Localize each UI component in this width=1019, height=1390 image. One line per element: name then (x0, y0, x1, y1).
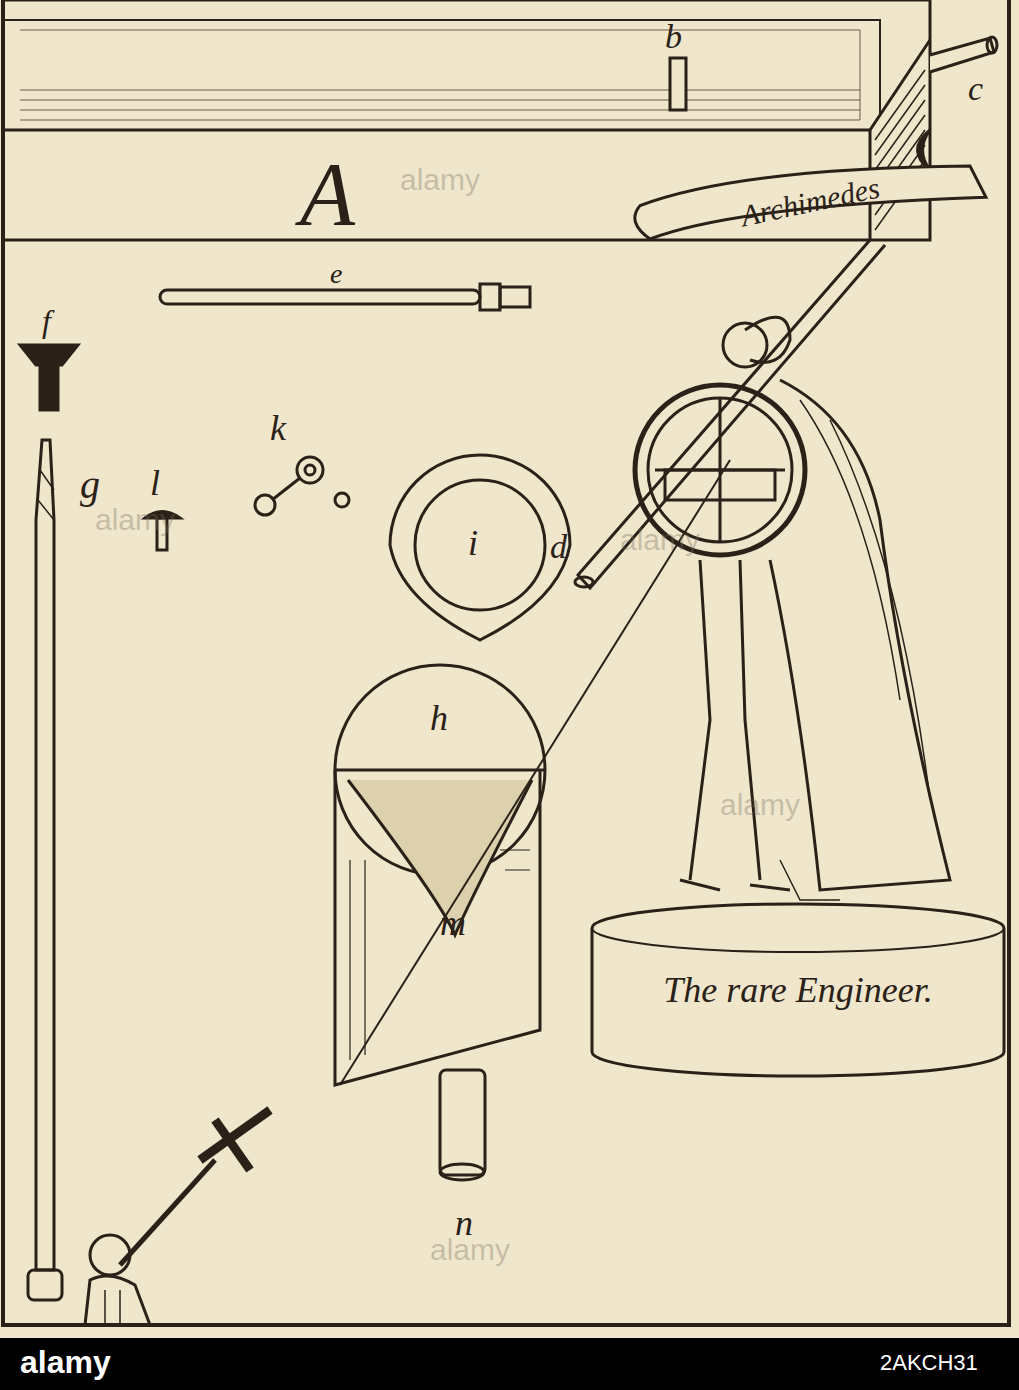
rod-e (160, 284, 530, 310)
footer-logo: alamy (20, 1346, 111, 1378)
frame (3, 0, 1009, 1325)
part-letter: c (968, 72, 983, 106)
part-letter: d (550, 530, 567, 564)
part-letter: f (42, 305, 51, 337)
image-id: 2AKCH31 (880, 1352, 978, 1374)
part-k (255, 457, 349, 515)
vessel (335, 665, 545, 1180)
part-letter: e (330, 260, 342, 288)
trough (3, 0, 997, 588)
key-f (20, 345, 78, 410)
watermark: alamy (95, 505, 175, 535)
watermark: alamy (430, 1235, 510, 1265)
ring-i (390, 310, 570, 640)
part-letter: b (665, 20, 682, 54)
part-letter: g (80, 465, 100, 505)
part-letter: m (440, 905, 466, 941)
part-letter: l (150, 465, 160, 501)
watermark: alamy (720, 790, 800, 820)
watermark: alamy (400, 165, 480, 195)
footer-bar (0, 1338, 1019, 1390)
part-letter: h (430, 700, 448, 736)
part-letter: i (468, 525, 478, 561)
rod-g (28, 440, 62, 1300)
pedestal: The rare Engineer. (588, 900, 1008, 1080)
name-banner: Archimedes (630, 160, 990, 243)
node-text: The rare Engineer. (663, 969, 933, 1011)
small-figure (85, 1110, 270, 1325)
part-letter: k (270, 410, 286, 446)
part-letter: A (300, 150, 355, 240)
archimedes-figure (635, 130, 950, 900)
watermark: alamy (620, 525, 700, 555)
